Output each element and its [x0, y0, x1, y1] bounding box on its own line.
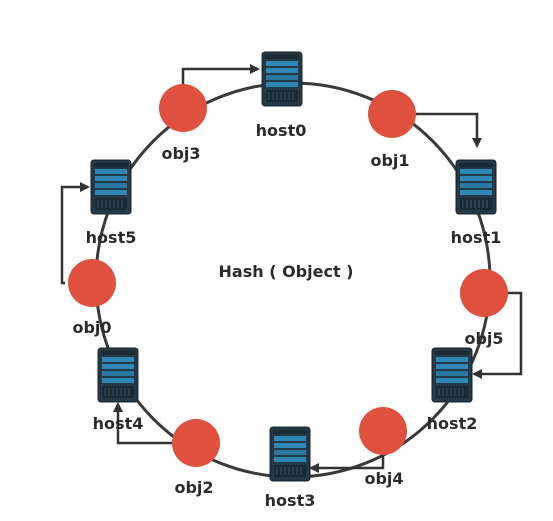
arrow-obj0-host5	[60, 182, 90, 285]
object-node	[172, 419, 220, 467]
object-label: obj3	[161, 144, 200, 163]
object-label: obj4	[364, 469, 403, 488]
object-node	[368, 90, 416, 138]
object-obj5: obj5	[460, 269, 508, 348]
host-label: host5	[86, 228, 137, 247]
host-label: host2	[427, 414, 478, 433]
object-node	[359, 407, 407, 455]
arrow-obj4-host3	[309, 455, 385, 473]
arrow-obj2-host4	[113, 402, 173, 445]
host-label: host1	[451, 228, 502, 247]
object-node	[68, 259, 116, 307]
server-icon	[261, 51, 303, 107]
object-label: obj0	[72, 318, 111, 337]
object-obj0: obj0	[68, 259, 116, 337]
center-label: Hash ( Object )	[219, 262, 354, 281]
host-host0: host0	[256, 51, 307, 140]
object-label: obj2	[174, 478, 213, 497]
arrow-obj5-host2	[472, 291, 523, 379]
server-icon	[90, 159, 132, 215]
host-host4: host4	[93, 347, 144, 433]
server-icon	[97, 347, 139, 403]
object-node	[460, 269, 508, 317]
mapping-arrows	[60, 64, 523, 473]
server-icon	[455, 159, 497, 215]
server-icon	[431, 347, 473, 403]
object-obj1: obj1	[368, 90, 416, 170]
host-label: host0	[256, 121, 307, 140]
host-host1: host1	[451, 159, 502, 247]
arrow-obj1-host1	[416, 112, 482, 148]
object-label: obj1	[370, 151, 409, 170]
host-host2: host2	[427, 347, 478, 433]
object-obj3: obj3	[159, 84, 207, 163]
host-label: host4	[93, 414, 144, 433]
arrow-obj3-host0	[181, 64, 260, 85]
object-node	[159, 84, 207, 132]
server-icon	[269, 426, 311, 482]
object-label: obj5	[464, 329, 503, 348]
object-obj4: obj4	[359, 407, 407, 488]
host-label: host3	[265, 491, 316, 510]
host-host3: host3	[265, 426, 316, 510]
object-obj2: obj2	[172, 419, 220, 497]
host-host5: host5	[86, 159, 137, 247]
